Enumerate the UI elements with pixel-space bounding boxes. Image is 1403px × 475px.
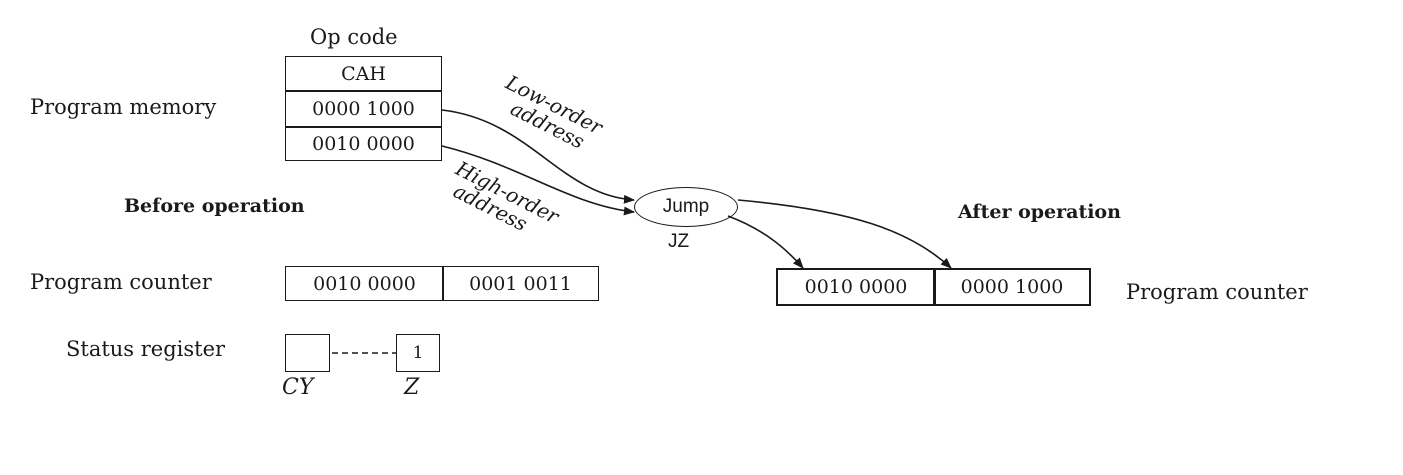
memory-cell-low-byte: 0000 1000 — [285, 90, 442, 128]
pc-before-low: 0001 0011 — [442, 266, 599, 301]
memory-cell-high-byte: 0010 0000 — [285, 126, 442, 161]
arrow-high-order — [441, 145, 636, 216]
status-cell-cy — [285, 334, 330, 372]
jump-node: Jump — [634, 187, 738, 227]
pc-before-high: 0010 0000 — [285, 266, 444, 301]
status-cell-z: 1 — [396, 334, 440, 372]
jump-label: Jump — [662, 196, 710, 217]
jz-mnemonic: JZ — [668, 231, 690, 252]
pc-before-label: Program counter — [30, 270, 212, 294]
pc-after-label: Program counter — [1126, 280, 1308, 304]
opcode-label: Op code — [310, 25, 398, 49]
status-register-label: Status register — [66, 337, 226, 361]
pc-after-high: 0010 0000 — [776, 268, 936, 306]
arrow-to-pc-low — [737, 199, 952, 269]
cy-flag-label: CY — [282, 375, 314, 400]
after-operation-label: After operation — [958, 201, 1121, 223]
arrow-to-pc-high — [727, 215, 804, 269]
pc-after-low: 0000 1000 — [933, 268, 1091, 306]
z-flag-label: Z — [404, 375, 420, 400]
before-operation-label: Before operation — [124, 195, 305, 217]
memory-cell-opcode: CAH — [285, 56, 442, 92]
arrow-low-order — [441, 109, 636, 204]
program-memory-label: Program memory — [30, 95, 217, 119]
